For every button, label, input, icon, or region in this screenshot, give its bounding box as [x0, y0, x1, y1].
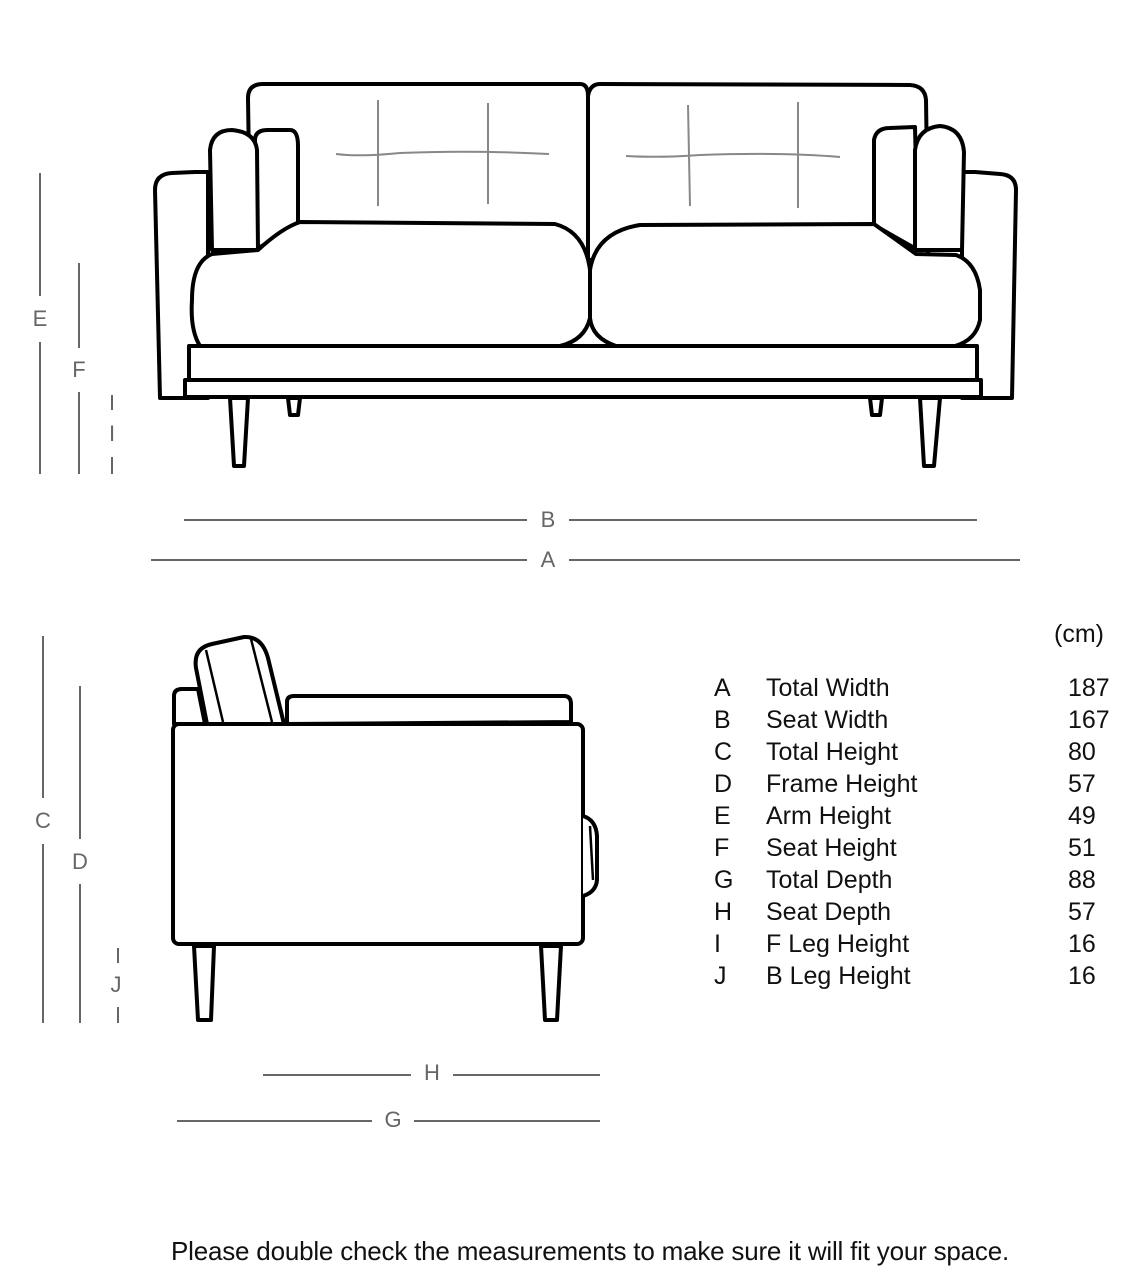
row-name: F Leg Height	[766, 930, 910, 958]
table-row: D Frame Height 57	[712, 768, 1112, 800]
row-code: F	[714, 834, 730, 862]
footer-note: Please double check the measurements to …	[170, 1236, 1010, 1266]
side-back-cushion-seams	[204, 638, 595, 881]
front-leg-right	[918, 396, 942, 468]
row-value: 57	[1068, 898, 1096, 926]
base-rail-lower	[183, 378, 983, 399]
unit-label: (cm)	[1054, 620, 1104, 648]
row-name: Arm Height	[766, 802, 892, 830]
row-code: D	[714, 770, 733, 798]
back-cushion-right	[586, 82, 930, 262]
row-code: J	[714, 962, 727, 990]
row-value: 16	[1068, 962, 1096, 990]
side-frame	[171, 722, 585, 946]
dimension-label-f: F	[72, 357, 86, 382]
front-dimension-lines	[39, 173, 1020, 561]
side-dimension-lines	[42, 636, 600, 1122]
dimension-label-i: I	[108, 421, 116, 446]
side-back-cushion	[193, 634, 286, 726]
table-row: A Total Width 187	[712, 672, 1112, 704]
row-code: A	[714, 674, 731, 702]
table-row: C Total Height 80	[712, 736, 1112, 768]
row-code: E	[714, 802, 731, 830]
right-arm-pillow	[913, 124, 966, 252]
dimension-label-d: D	[72, 849, 88, 874]
measurements-rows: A Total Width 187 B Seat Width 167 C Tot…	[712, 672, 1112, 992]
dimension-label-a: A	[540, 547, 556, 572]
dimension-label-h: H	[424, 1060, 440, 1085]
row-name: Seat Height	[766, 834, 897, 862]
row-name: B Leg Height	[766, 962, 911, 990]
table-row: I F Leg Height 16	[712, 928, 1112, 960]
dimension-label-e: E	[32, 306, 48, 331]
left-arm-pillow	[208, 128, 260, 252]
dimension-label-b: B	[540, 507, 556, 532]
side-seat-cushion	[285, 694, 573, 726]
seat-cushion-right	[588, 222, 982, 348]
row-code: G	[714, 866, 734, 894]
row-value: 80	[1068, 738, 1096, 766]
row-value: 57	[1068, 770, 1096, 798]
side-leg-back	[539, 944, 563, 1022]
back-leg-right	[868, 396, 884, 417]
sofa-side-view-drawing	[42, 634, 600, 1122]
right-arm	[960, 170, 1018, 400]
side-leg-front	[192, 944, 216, 1022]
row-value: 167	[1068, 706, 1110, 734]
table-row: J B Leg Height 16	[712, 960, 1112, 992]
row-code: B	[714, 706, 731, 734]
row-name: Total Width	[766, 674, 890, 702]
left-arm-inner-panel	[253, 128, 300, 252]
table-row: G Total Depth 88	[712, 864, 1112, 896]
dimension-label-j: J	[110, 972, 122, 997]
table-row: E Arm Height 49	[712, 800, 1112, 832]
row-code: H	[714, 898, 733, 926]
row-value: 88	[1068, 866, 1096, 894]
row-name: Seat Width	[766, 706, 889, 734]
dimension-label-c: C	[35, 808, 51, 833]
row-value: 51	[1068, 834, 1096, 862]
side-arm-top	[172, 687, 207, 726]
table-row: F Seat Height 51	[712, 832, 1112, 864]
right-arm-inner-panel	[872, 125, 920, 252]
sofa-front-view-drawing	[39, 82, 1020, 561]
row-value: 49	[1068, 802, 1096, 830]
row-name: Total Height	[766, 738, 899, 766]
row-name: Seat Depth	[766, 898, 892, 926]
row-value: 187	[1068, 674, 1110, 702]
dimension-label-g: G	[384, 1107, 402, 1132]
row-name: Frame Height	[766, 770, 918, 798]
tufting-lines	[335, 100, 841, 208]
back-leg-left	[286, 396, 302, 417]
row-name: Total Depth	[766, 866, 893, 894]
table-row: H Seat Depth 57	[712, 896, 1112, 928]
table-row: B Seat Width 167	[712, 704, 1112, 736]
row-value: 16	[1068, 930, 1096, 958]
row-code: I	[714, 930, 721, 958]
row-code: C	[714, 738, 733, 766]
base-rail-upper	[187, 344, 979, 382]
front-leg-left	[228, 396, 250, 468]
left-arm	[153, 170, 210, 400]
